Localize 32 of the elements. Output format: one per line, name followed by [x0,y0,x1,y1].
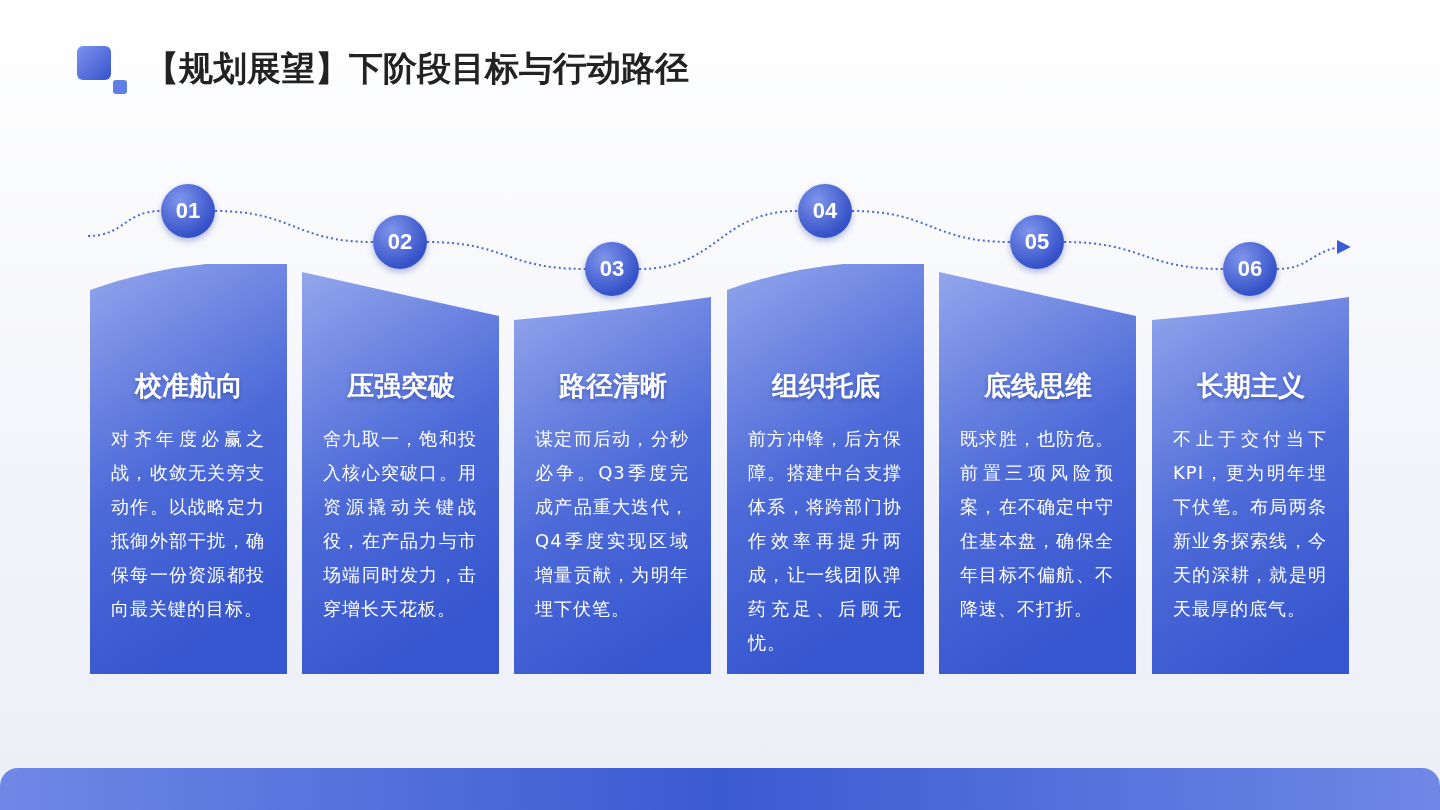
card-body: 既求胜，也防危。前置三项风险预案，在不确定中守住基本盘，确保全年目标不偏航、不降速、不打折。 [960,427,1114,621]
card-body: 不止于交付当下KPI，更为明年埋下伏笔。布局两条新业务探索线，今天的深耕，就是明天最厚的底气。 [1173,427,1327,621]
card-body: 对齐年度必赢之战，收敛无关旁支动作。以战略定力抵御外部干扰，确保每一份资源都投向最关键的目标。 [111,427,265,621]
dotted-arrow [1276,240,1351,270]
step-number-badge: 04 [798,184,852,238]
step-number-badge: 02 [373,215,427,269]
step-number-badge: 05 [1010,215,1064,269]
step-card [727,264,924,674]
step-number-badge: 03 [585,242,639,296]
card-heading: 校准航向 [133,369,244,403]
dotted-connector [87,210,162,237]
step-card [514,297,711,674]
card-body: 前方冲锋，后方保障。搭建中台支撑体系，将跨部门协作效率再提升两成，让一线团队弹药充足、后顾无忧。 [748,427,902,655]
card-heading: 路径清晰 [557,369,668,403]
step-card [1152,297,1349,674]
dotted-connector [214,210,374,243]
card-heading: 压强突破 [345,369,456,403]
step-card [939,272,1136,674]
step-card [302,272,499,674]
dotted-connector [851,210,1011,243]
step-number-badge: 01 [161,184,215,238]
dotted-connector [426,241,586,270]
card-heading: 组织托底 [770,369,881,403]
dotted-connector [1063,241,1224,270]
page-title: 【规划展望】下阶段目标与行动路径 [145,47,689,90]
step-card [90,264,287,674]
card-heading: 长期主义 [1195,369,1306,403]
card-body: 舍九取一，饱和投入核心突破口。用资源撬动关键战役，在产品力与市场端同时发力，击穿增长天花板。 [323,427,477,621]
step-number-badge: 06 [1223,242,1277,296]
card-body: 谋定而后动，分秒必争。Q3季度完成产品重大迭代，Q4季度实现区域增量贡献，为明年埋下伏笔。 [535,427,689,621]
card-heading: 底线思维 [982,369,1093,403]
dotted-connector [638,210,799,270]
